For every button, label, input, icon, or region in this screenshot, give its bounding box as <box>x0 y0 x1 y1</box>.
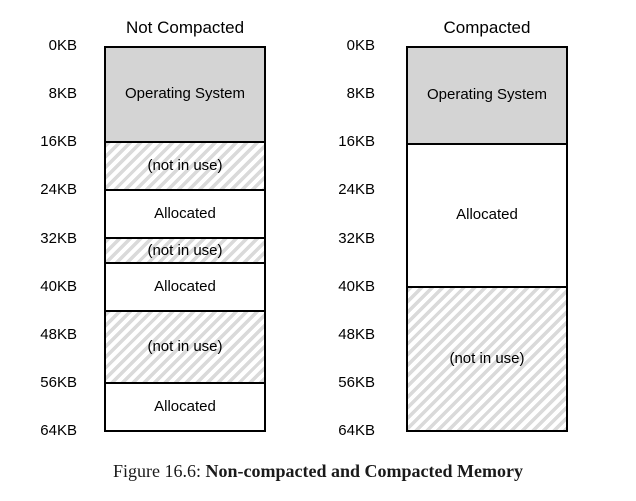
segment-operating-system: Operating System <box>106 48 264 143</box>
memory-box-compacted: Operating System Allocated (not in use) <box>406 46 568 432</box>
tick-label-48kb: 48KB <box>338 326 375 343</box>
segment-label: Allocated <box>456 206 518 224</box>
segment-allocated: Allocated <box>106 190 264 239</box>
segment-label: (not in use) <box>147 156 223 174</box>
segment-not-in-use: (not in use) <box>106 312 264 384</box>
segment-label: (not in use) <box>147 338 223 356</box>
figure-caption-title: Non-compacted and Compacted Memory <box>205 461 523 481</box>
segment-label: Allocated <box>154 204 216 222</box>
tick-label-48kb: 48KB <box>40 326 77 343</box>
tick-label-16kb: 16KB <box>40 133 77 150</box>
tick-label-24kb: 24KB <box>40 181 77 198</box>
segment-label: Allocated <box>154 278 216 296</box>
tick-label-64kb: 64KB <box>40 422 77 439</box>
tick-label-64kb: 64KB <box>338 422 375 439</box>
segment-label: (not in use) <box>449 350 525 368</box>
segment-label: Operating System <box>426 86 548 104</box>
figure-caption: Figure 16.6: Non-compacted and Compacted… <box>0 460 636 482</box>
segment-allocated: Allocated <box>106 264 264 313</box>
tick-column-left: 0KB 8KB 16KB 24KB 32KB 40KB 48KB 56KB 64… <box>0 37 77 439</box>
segment-label: Operating System <box>124 85 246 103</box>
tick-label-8kb: 8KB <box>346 85 375 102</box>
segment-label: (not in use) <box>147 241 223 259</box>
segment-label: Allocated <box>154 397 216 415</box>
tick-label-24kb: 24KB <box>338 181 375 198</box>
segment-not-in-use: (not in use) <box>408 288 566 430</box>
tick-label-56kb: 56KB <box>338 374 375 391</box>
tick-label-32kb: 32KB <box>40 230 77 247</box>
diagram-title-compacted: Compacted <box>443 18 531 37</box>
segment-allocated: Allocated <box>408 144 566 289</box>
diagram-title-not-compacted: Not Compacted <box>125 18 245 37</box>
tick-column-right: 0KB 8KB 16KB 24KB 32KB 40KB 48KB 56KB 64… <box>287 37 375 439</box>
tick-label-32kb: 32KB <box>338 230 375 247</box>
tick-label-40kb: 40KB <box>338 278 375 295</box>
segment-allocated: Allocated <box>106 383 264 430</box>
tick-label-56kb: 56KB <box>40 374 77 391</box>
segment-operating-system: Operating System <box>408 48 566 145</box>
figure-caption-prefix: Figure 16.6: <box>113 461 206 481</box>
tick-label-0kb: 0KB <box>346 37 375 54</box>
tick-label-16kb: 16KB <box>338 133 375 150</box>
tick-label-40kb: 40KB <box>40 278 77 295</box>
tick-label-8kb: 8KB <box>48 85 77 102</box>
segment-not-in-use: (not in use) <box>106 239 264 265</box>
memory-box-not-compacted: Operating System (not in use) Allocated … <box>104 46 266 432</box>
tick-label-0kb: 0KB <box>48 37 77 54</box>
segment-not-in-use: (not in use) <box>106 142 264 191</box>
